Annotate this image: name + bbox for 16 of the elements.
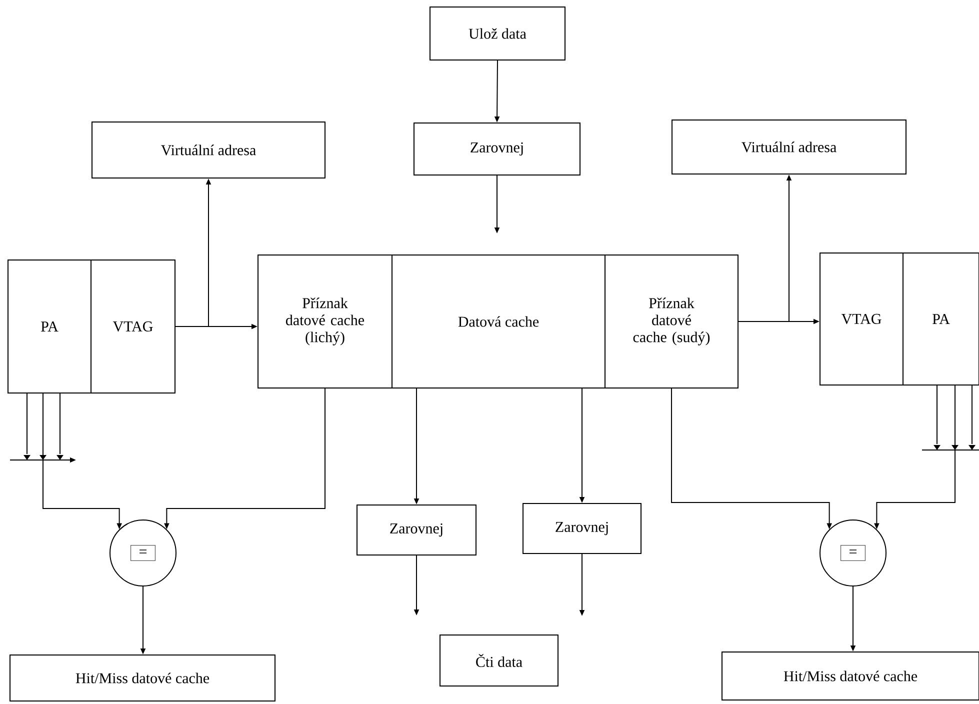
process-box: Ulož data — [430, 6, 566, 60]
process-box: Virtuální adresa — [672, 120, 906, 174]
process-box: Čti data — [440, 634, 558, 686]
process-box: Zarovnej — [356, 504, 476, 556]
process-box: Datová cache — [392, 254, 606, 388]
process-box: PA — [8, 260, 92, 394]
process-box: Příznak datové cache (lichý) — [258, 254, 392, 388]
process-box: PA — [902, 252, 979, 386]
process-box: Zarovnej — [414, 122, 580, 176]
process-box: Hit/Miss datové cache — [722, 652, 979, 700]
process-box: Virtuální adresa — [92, 122, 326, 178]
process-box: VTAG — [90, 260, 176, 394]
process-box: Příznak datové cache (sudý) — [604, 254, 738, 388]
process-box: Zarovnej — [522, 503, 642, 554]
process-box: VTAG — [820, 252, 904, 386]
process-box: Hit/Miss datové cache — [10, 654, 276, 702]
